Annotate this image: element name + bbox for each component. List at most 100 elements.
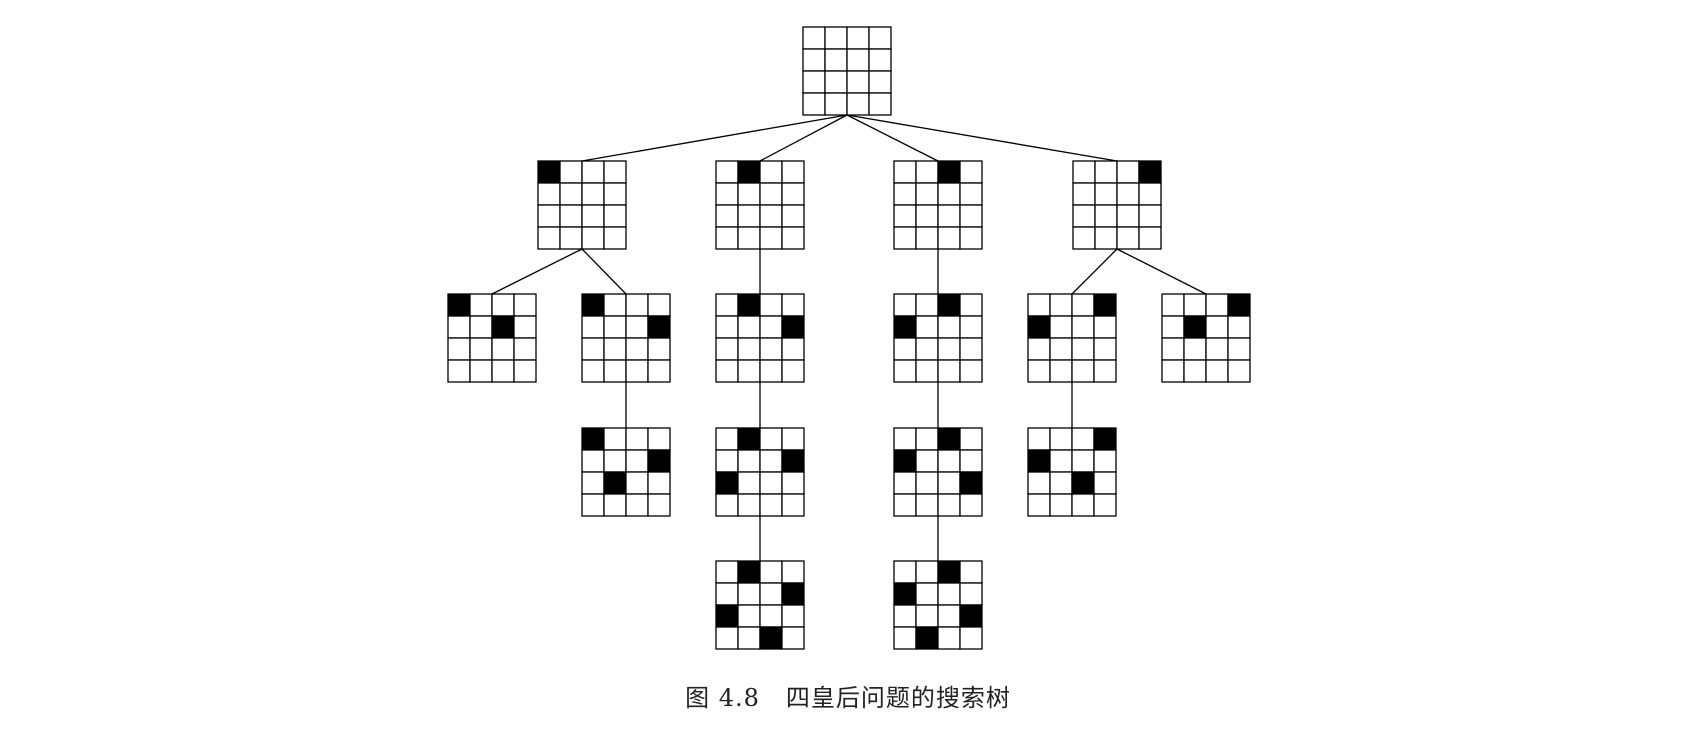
- board-cell: [737, 359, 761, 383]
- tree-edge: [581, 114, 848, 162]
- board-cell: [1205, 359, 1229, 383]
- board-cell: [959, 293, 983, 317]
- board-cell: [915, 337, 939, 361]
- queen-cell: [937, 293, 961, 317]
- queen-cell: [1183, 315, 1207, 339]
- board-cell: [824, 48, 848, 72]
- board-cell: [1049, 359, 1073, 383]
- queen-cell: [937, 560, 961, 584]
- board-cell: [937, 493, 961, 517]
- board-cell: [625, 493, 649, 517]
- board-cell: [893, 427, 917, 451]
- board-cell: [647, 427, 671, 451]
- board-cell: [625, 449, 649, 473]
- figure-title: 四皇后问题的搜索树: [785, 684, 1011, 712]
- board-cell: [1138, 204, 1162, 228]
- board-cell: [915, 449, 939, 473]
- board-cell: [759, 359, 783, 383]
- board-cell: [868, 70, 892, 94]
- queen-cell: [537, 160, 561, 184]
- board-cell: [581, 315, 605, 339]
- tree-edges: [491, 114, 1207, 561]
- board-cell: [715, 359, 739, 383]
- board-cell: [1116, 204, 1140, 228]
- board-cell: [759, 449, 783, 473]
- queen-cell: [1138, 160, 1162, 184]
- board-cell: [581, 160, 605, 184]
- queen-cell: [737, 293, 761, 317]
- board-cell: [715, 182, 739, 206]
- board-cell: [1049, 493, 1073, 517]
- board-cell: [1071, 359, 1095, 383]
- queen-cell: [893, 449, 917, 473]
- board-cell: [893, 182, 917, 206]
- board-cell: [759, 471, 783, 495]
- board-root: [802, 26, 892, 116]
- board-cell: [1049, 427, 1073, 451]
- board-cell: [1116, 226, 1140, 250]
- board-cell: [1093, 337, 1117, 361]
- board-cell: [647, 471, 671, 495]
- board-cell: [781, 359, 805, 383]
- queen-cell: [715, 604, 739, 628]
- board-cell: [781, 182, 805, 206]
- board-cell: [781, 160, 805, 184]
- board-a2a: [581, 427, 671, 517]
- board-cell: [715, 204, 739, 228]
- board-cell: [581, 226, 605, 250]
- queen-cell: [447, 293, 471, 317]
- board-cell: [937, 626, 961, 650]
- board-cell: [915, 427, 939, 451]
- board-cell: [893, 226, 917, 250]
- board-cell: [915, 493, 939, 517]
- board-cell: [737, 582, 761, 606]
- board-cell: [846, 92, 870, 116]
- board-cell: [959, 204, 983, 228]
- board-cell: [1093, 359, 1117, 383]
- board-cell: [824, 70, 848, 94]
- tree-edge: [1071, 248, 1118, 295]
- board-cell: [937, 337, 961, 361]
- board-cell: [868, 26, 892, 50]
- board-cell: [959, 337, 983, 361]
- queen-cell: [1027, 449, 1051, 473]
- queen-cell: [1093, 293, 1117, 317]
- board-cell: [1183, 337, 1207, 361]
- board-cell: [715, 315, 739, 339]
- board-cell: [737, 337, 761, 361]
- board-cell: [846, 70, 870, 94]
- board-cell: [491, 293, 515, 317]
- board-cell: [581, 493, 605, 517]
- queen-cell: [893, 582, 917, 606]
- board-cell: [491, 359, 515, 383]
- board-cell: [937, 604, 961, 628]
- board-cell: [937, 226, 961, 250]
- board-cell: [581, 182, 605, 206]
- board-cell: [893, 604, 917, 628]
- board-cell: [603, 160, 627, 184]
- board-cell: [1072, 204, 1096, 228]
- board-cell: [846, 48, 870, 72]
- board-cell: [1205, 315, 1229, 339]
- board-cell: [1183, 359, 1207, 383]
- board-cell: [1227, 337, 1251, 361]
- queen-cell: [581, 427, 605, 451]
- board-cell: [915, 582, 939, 606]
- board-cell: [647, 359, 671, 383]
- board-cell: [469, 293, 493, 317]
- board-cell: [759, 160, 783, 184]
- board-cell: [1093, 471, 1117, 495]
- board-c1a: [893, 427, 983, 517]
- board-cell: [1116, 182, 1140, 206]
- board-cell: [581, 204, 605, 228]
- board-cell: [893, 560, 917, 584]
- board-cell: [625, 471, 649, 495]
- board-cell: [1116, 160, 1140, 184]
- board-cell: [715, 560, 739, 584]
- tree-edge: [1116, 248, 1207, 295]
- board-cell: [802, 70, 826, 94]
- search-tree-diagram: [447, 26, 1251, 650]
- board-cell: [537, 204, 561, 228]
- board-cell: [1027, 337, 1051, 361]
